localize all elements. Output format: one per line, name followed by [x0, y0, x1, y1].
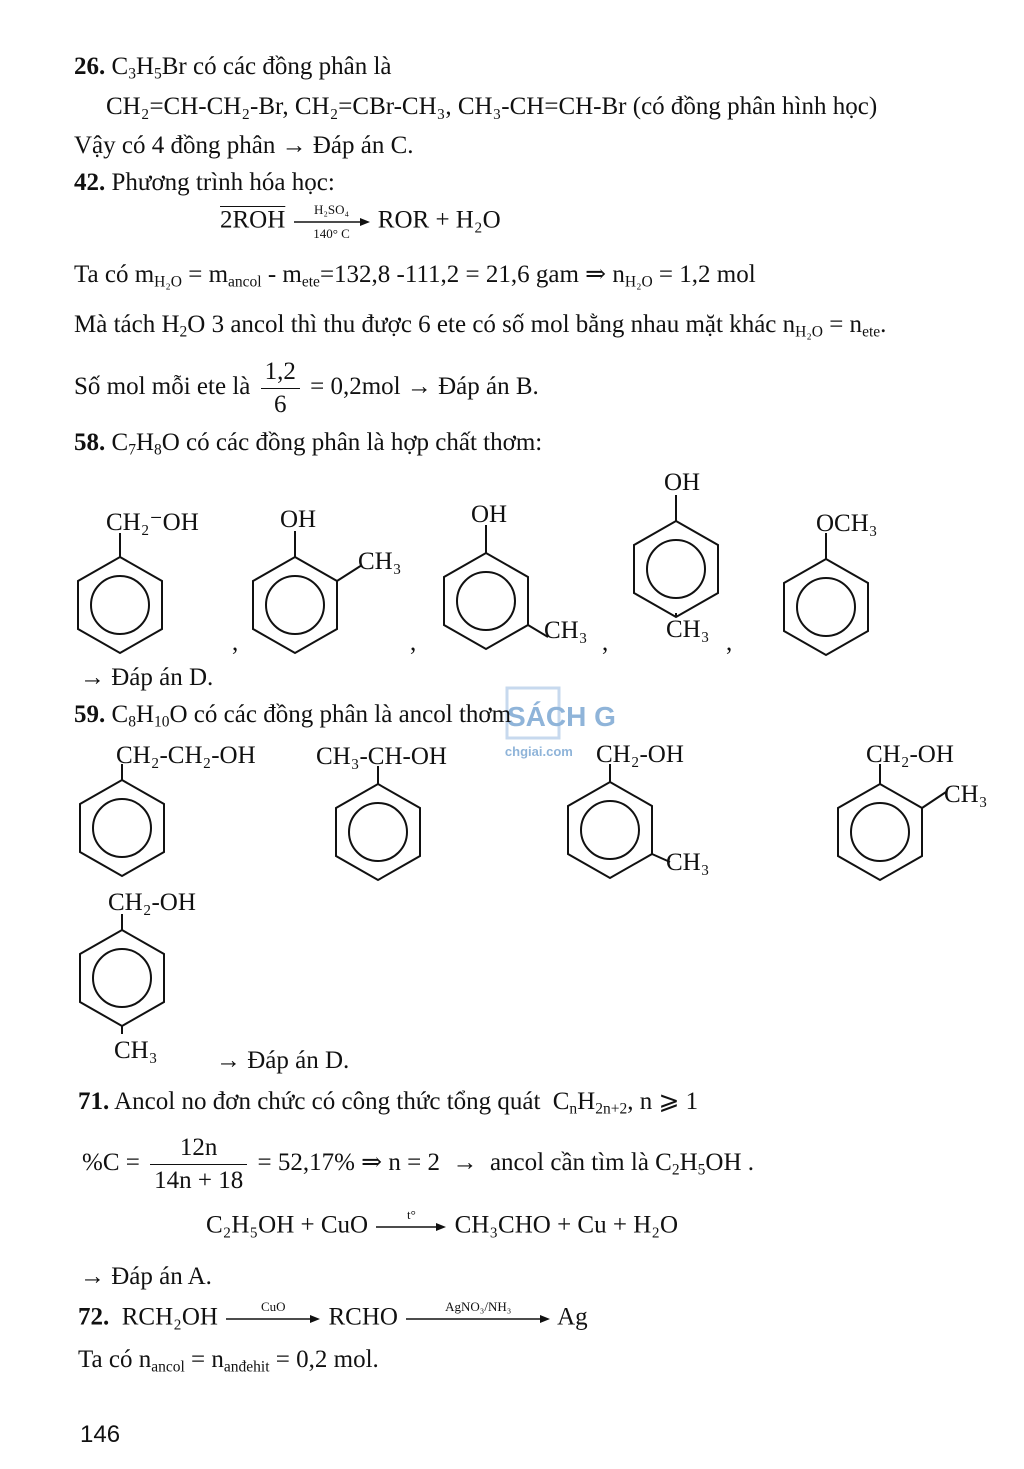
- separator: ,: [232, 629, 238, 656]
- page-number: 146: [80, 1421, 121, 1448]
- benzene-ring: [567, 764, 671, 880]
- m1-top-label: CH₂-CH₂-OH: [116, 742, 256, 769]
- q72-equation: 72. RCH₂OH CuO RCHO AgNO₃/NH₃ Ag: [78, 1300, 588, 1338]
- reaction-arrow: AgNO₃/NH₃: [406, 1300, 551, 1338]
- q71-answer: → Đáp án A.: [80, 1263, 212, 1290]
- benzene-ring: [335, 766, 421, 882]
- m4-bot-label: CH₃: [666, 616, 709, 643]
- m5-bot-label: CH₃: [114, 1037, 157, 1064]
- q42-line2: Ta có mH₂O = mancol - mete=132,8 -111,2 …: [74, 261, 756, 291]
- benzene-ring: [837, 764, 947, 882]
- svg-text:SÁCH GIẢI: SÁCH GIẢI: [507, 700, 615, 732]
- benzene-ring: [443, 525, 549, 651]
- m3-top-label: OH: [471, 501, 507, 528]
- m4-side-label: CH₃: [944, 781, 987, 808]
- q26-isomers: CH₂=CH-CH₂-Br, CH₂=CBr-CH₃, CH₃-CH=CH-Br…: [106, 93, 878, 120]
- m3-top-label: CH₂-OH: [596, 741, 684, 768]
- q42-intro: 42. Phương trình hóa học:: [74, 169, 335, 196]
- m2-top-label: CH₃-CH-OH: [316, 743, 447, 770]
- q26-conclusion: Vậy có 4 đồng phân → Đáp án C.: [74, 132, 414, 159]
- m2-top-label: OH: [280, 506, 316, 533]
- m4-top-label: OH: [664, 469, 700, 496]
- q58-structures: CH₂⁻OH , OH CH₃ , OH CH₃ , OH CH₃ , OCH₃: [77, 469, 878, 657]
- benzene-ring: [633, 495, 719, 619]
- q58-intro: 58. C7H8O có các đồng phân là hợp chất t…: [74, 429, 543, 459]
- m4-top-label: CH₂-OH: [866, 741, 954, 768]
- q58-answer: → Đáp án D.: [80, 664, 214, 691]
- benzene-ring: [79, 914, 165, 1034]
- separator: ,: [602, 629, 608, 656]
- m5-top-label: OCH₃: [816, 510, 878, 537]
- reaction-arrow: CuO: [226, 1300, 321, 1338]
- reaction-arrow: H₂SO₄ 140° C: [293, 203, 370, 241]
- benzene-ring: [77, 533, 163, 655]
- q72-line2: Ta có nancol = nanđehit = 0,2 mol.: [78, 1346, 379, 1376]
- benzene-ring: [79, 764, 165, 878]
- separator: ,: [410, 629, 416, 656]
- m2-side-label: CH₃: [358, 548, 401, 575]
- m3-side-label: CH₃: [666, 849, 709, 876]
- m5-top-label: CH₂-OH: [108, 889, 196, 916]
- q26-intro: 26. C3H5Br có các đồng phân là: [74, 53, 392, 83]
- q42-line3: Mà tách H2O 3 ancol thì thu được 6 ete c…: [74, 311, 887, 341]
- reaction-arrow: t°: [376, 1208, 447, 1246]
- q59-answer: → Đáp án D.: [216, 1047, 350, 1074]
- q71-equation: C₂H₅OH + CuO t° CH₃CHO + Cu + H₂O: [206, 1208, 678, 1246]
- m1-top-label: CH₂⁻OH: [106, 509, 199, 536]
- sachgiai-watermark: SÁCH GIẢI www.sachgiai.com: [505, 686, 615, 759]
- benzene-ring: [783, 533, 869, 657]
- benzene-ring: [252, 531, 363, 655]
- q42-equation: 2ROH H₂SO₄ 140° C ROR + H₂O: [220, 202, 501, 241]
- svg-text:www.sachgiai.com: www.sachgiai.com: [505, 744, 573, 759]
- separator: ,: [726, 629, 732, 656]
- q71-intro: 71. Ancol no đơn chức có công thức tổng …: [78, 1088, 699, 1118]
- m3-side-label: CH₃: [544, 617, 587, 644]
- q59-intro: 59. C8H10O có các đồng phân là ancol thơ…: [74, 701, 512, 731]
- q59-structures: CH₂-CH₂-OH CH₃-CH-OH CH₂-OH CH₃ CH₂-OH C…: [79, 741, 987, 1064]
